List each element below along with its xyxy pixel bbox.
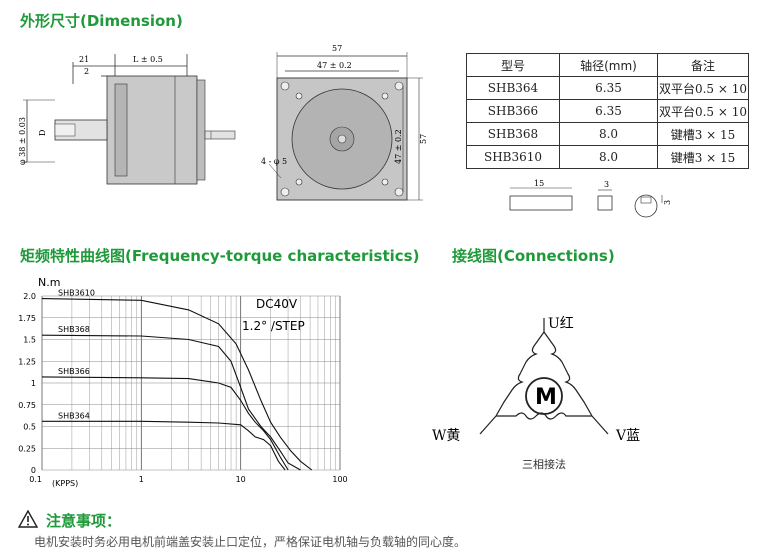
dim-L-label: L ± 0.5	[133, 55, 163, 64]
cell-note: 键槽3 × 15	[657, 122, 749, 146]
warning-icon	[18, 510, 38, 528]
key-dim-15-label: 15	[534, 179, 544, 188]
terminal-w-label: W黄	[432, 427, 460, 444]
motor-circle	[525, 377, 563, 415]
table-row: SHB3610 8.0 键槽3 × 15	[466, 145, 749, 169]
dim-57-top-label: 57	[332, 44, 342, 53]
dim-2-label: 2	[84, 67, 89, 76]
dim-47-right-label: 47 ± 0.2	[394, 129, 403, 164]
front-view-drawing: 57 47 ± 0.2 47 ± 0.2 57 4 - φ 5	[261, 44, 428, 201]
connection-caption: 三相接法	[522, 457, 566, 471]
terminal-v-label: V蓝	[615, 428, 640, 444]
chart-annotation-voltage: DC40V	[256, 297, 298, 311]
connections-heading: 接线图(Connections)	[452, 247, 615, 265]
key-dim-3a-label: 3	[604, 180, 609, 189]
key-dim-3b-label: 3	[663, 200, 670, 205]
dim-shaft-label: φ 38 ± 0.03	[18, 117, 27, 165]
coil-triangle	[479, 318, 609, 435]
cell-note: 双平台0.5 × 10	[657, 99, 749, 123]
y-tick-label: 0.75	[18, 401, 36, 410]
spec-table: 型号 轴径(mm) 备注 SHB364 6.35 双平台0.5 × 10 SHB…	[466, 53, 749, 169]
y-tick-label: 1	[31, 379, 36, 388]
dim-47-top-label: 47 ± 0.2	[317, 61, 352, 70]
table-row: SHB368 8.0 键槽3 × 15	[466, 122, 749, 146]
cell-model: SHB366	[466, 99, 560, 123]
y-tick-label: 2.0	[23, 292, 36, 301]
series-line-shb364	[42, 420, 286, 471]
table-row: SHB364 6.35 双平台0.5 × 10	[466, 76, 749, 100]
x-tick-label: 100	[332, 475, 347, 484]
connections-diagram: M U红 W黄 V蓝 三相接法	[432, 316, 640, 471]
y-tick-label: 0	[31, 466, 36, 475]
col-header-shaft: 轴径(mm)	[559, 53, 658, 77]
dim-D-label: D	[38, 130, 47, 136]
notice-heading: 注意事项：	[46, 512, 122, 530]
dim-57-right-label: 57	[419, 134, 428, 144]
y-tick-label: 0.5	[23, 423, 36, 432]
y-tick-label: 1.25	[18, 357, 36, 366]
table-header-row: 型号 轴径(mm) 备注	[466, 53, 749, 77]
cell-note: 双平台0.5 × 10	[657, 76, 749, 100]
notice-text: 电机安装时务必用电机前端盖安装止口定位，严格保证电机轴与负载轴的同心度。	[34, 535, 467, 549]
cell-model: SHB3610	[466, 145, 560, 169]
dim-holes-label: 4 - φ 5	[261, 157, 287, 166]
dim-21-label: 21	[79, 55, 89, 64]
series-line-shb368	[41, 334, 301, 471]
cell-shaft: 8.0	[559, 122, 658, 146]
x-tick-label: 0.1	[29, 475, 42, 484]
series-label: SHB3610	[58, 289, 95, 298]
cell-shaft: 6.35	[559, 99, 658, 123]
series-line-shb3610	[41, 298, 313, 471]
frequency-torque-heading: 矩频特性曲线图(Frequency-torque characteristics…	[20, 247, 420, 265]
y-axis-label: N.m	[38, 276, 60, 289]
cell-model: SHB364	[466, 76, 560, 100]
motor-label: M	[535, 385, 557, 410]
col-header-model: 型号	[466, 53, 560, 77]
series-line-shb366	[41, 376, 289, 471]
chart-annotation-step: 1.2° /STEP	[242, 319, 305, 333]
table-row: SHB366 6.35 双平台0.5 × 10	[466, 99, 749, 123]
key-drawing: 15 3 3	[509, 179, 670, 218]
y-tick-label: 0.25	[18, 444, 36, 453]
side-view-drawing: 21 2 L ± 0.5 φ 38 ± 0.03 D	[18, 54, 236, 185]
col-header-note: 备注	[657, 53, 749, 77]
x-axis-label: (KPPS)	[52, 479, 78, 488]
terminal-u-label: U红	[548, 316, 574, 332]
series-label: SHB368	[58, 325, 90, 334]
y-tick-label: 1.5	[23, 336, 36, 345]
series-label: SHB366	[58, 367, 90, 376]
cell-model: SHB368	[466, 122, 560, 146]
cell-shaft: 6.35	[559, 76, 658, 100]
y-tick-label: 1.75	[18, 314, 36, 323]
x-tick-label: 10	[236, 475, 246, 484]
dimension-heading: 外形尺寸(Dimension)	[20, 12, 183, 30]
series-label: SHB364	[58, 411, 90, 420]
frequency-torque-chart: 0 0.25 0.5 0.75 1 1.25 1.5 1.75 2.0 0.1 1 10 100 SHB…	[18, 276, 347, 488]
x-tick-label: 1	[139, 475, 144, 484]
cell-note: 键槽3 × 15	[657, 145, 749, 169]
cell-shaft: 8.0	[559, 145, 658, 169]
